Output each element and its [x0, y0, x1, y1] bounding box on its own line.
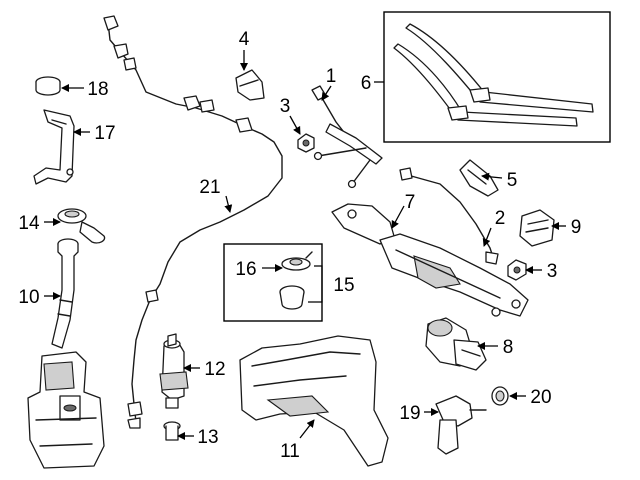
callout-4: 4: [239, 29, 250, 50]
linkage-cap: [519, 209, 555, 247]
callout-labels: 1 2 3 3 4 5 6 7 8 9 10 11 12 13 14 15 16…: [18, 29, 581, 462]
level-sensor: [435, 395, 487, 455]
callout-6: 6: [361, 73, 372, 94]
wiper-blades: [393, 23, 594, 127]
callout-14: 14: [18, 213, 40, 234]
callout-5: 5: [507, 170, 518, 191]
wiper-linkage: [331, 203, 529, 317]
washer-pump: [159, 333, 189, 409]
callout-9: 9: [571, 217, 582, 238]
wiper-arm-cap: [235, 69, 265, 101]
callout-18: 18: [87, 79, 108, 100]
leader-15: [308, 265, 323, 303]
leader-lines: [44, 50, 566, 440]
callout-2: 2: [495, 208, 506, 229]
nozzle-clip: [279, 285, 305, 310]
callout-13: 13: [197, 427, 218, 448]
pump-grommet: [163, 421, 181, 441]
nozzle-kit-group-frame: [223, 243, 323, 322]
leader-21: [224, 195, 233, 213]
reservoir-bracket: [33, 109, 75, 185]
nut-upper: [297, 133, 315, 153]
callout-12: 12: [204, 359, 225, 380]
callout-11: 11: [280, 441, 300, 462]
leader-3a: [289, 115, 301, 135]
callout-10: 10: [18, 287, 39, 308]
callout-19: 19: [399, 403, 420, 424]
leader-11: [299, 419, 315, 439]
callout-17: 17: [94, 123, 115, 144]
front-wiper-arm: [399, 167, 499, 265]
filler-neck: [51, 238, 79, 349]
callout-21: 21: [199, 177, 220, 198]
leader-5: [481, 172, 503, 181]
callout-16: 16: [235, 259, 256, 280]
leader-1: [321, 85, 332, 101]
callout-15: 15: [333, 275, 354, 296]
leader-7: [391, 205, 405, 229]
wiper-blades-group-frame: [383, 11, 611, 143]
sensor-grommet: [491, 386, 509, 406]
callout-8: 8: [503, 337, 514, 358]
reservoir-shield: [239, 335, 389, 467]
nut-lower: [507, 259, 527, 281]
callout-20: 20: [530, 387, 551, 408]
callout-7: 7: [405, 192, 416, 213]
callout-1: 1: [326, 66, 337, 87]
filler-neck-cap: [57, 208, 106, 244]
cowl-trim-piece: [459, 159, 499, 197]
rear-wiper-arm: [311, 85, 383, 189]
leader-2: [482, 227, 492, 247]
reservoir-cap: [35, 76, 61, 96]
washer-nozzle: [281, 251, 313, 271]
callout-3-upper: 3: [280, 96, 291, 117]
wiper-motor: [425, 317, 487, 371]
callout-3-lower: 3: [547, 261, 558, 282]
wiring-harness: [103, 15, 283, 429]
washer-reservoir: [27, 351, 105, 469]
